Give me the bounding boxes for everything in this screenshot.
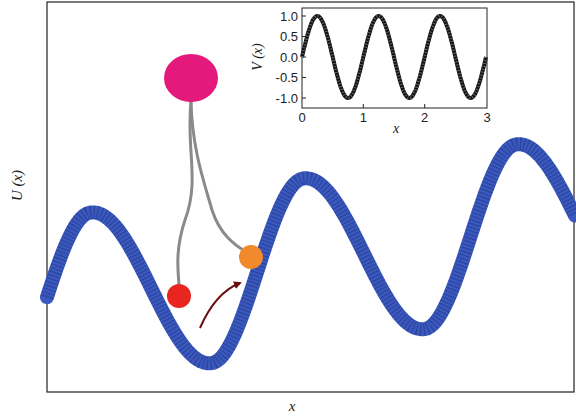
motor-head — [164, 54, 218, 102]
inset-curve — [302, 16, 486, 98]
inset-curve-texture — [302, 16, 486, 98]
tick-label: 0.0 — [280, 51, 298, 64]
main-frame — [47, 2, 574, 392]
axis-label: V (x) — [251, 43, 265, 70]
axis-label: U (x) — [10, 169, 25, 200]
motor-foot — [167, 284, 191, 308]
tick-label: 3 — [483, 111, 490, 124]
motor-foot — [239, 245, 263, 269]
tick-label: 0.5 — [280, 30, 298, 43]
potential-curve — [47, 144, 575, 363]
tick-label: 0 — [298, 111, 305, 124]
step-arrow — [200, 283, 240, 328]
potential-curve-texture — [47, 144, 575, 363]
axis-label: x — [289, 399, 296, 414]
tick-label: -0.5 — [276, 71, 298, 84]
tick-label: -1.0 — [276, 92, 298, 105]
tick-label: 1 — [360, 111, 367, 124]
inset-frame — [302, 8, 487, 108]
motor-leg — [178, 101, 192, 285]
motor-leg — [191, 101, 246, 252]
axis-label: x — [393, 122, 399, 136]
tick-label: 1.0 — [280, 10, 298, 23]
tick-label: 2 — [421, 111, 428, 124]
